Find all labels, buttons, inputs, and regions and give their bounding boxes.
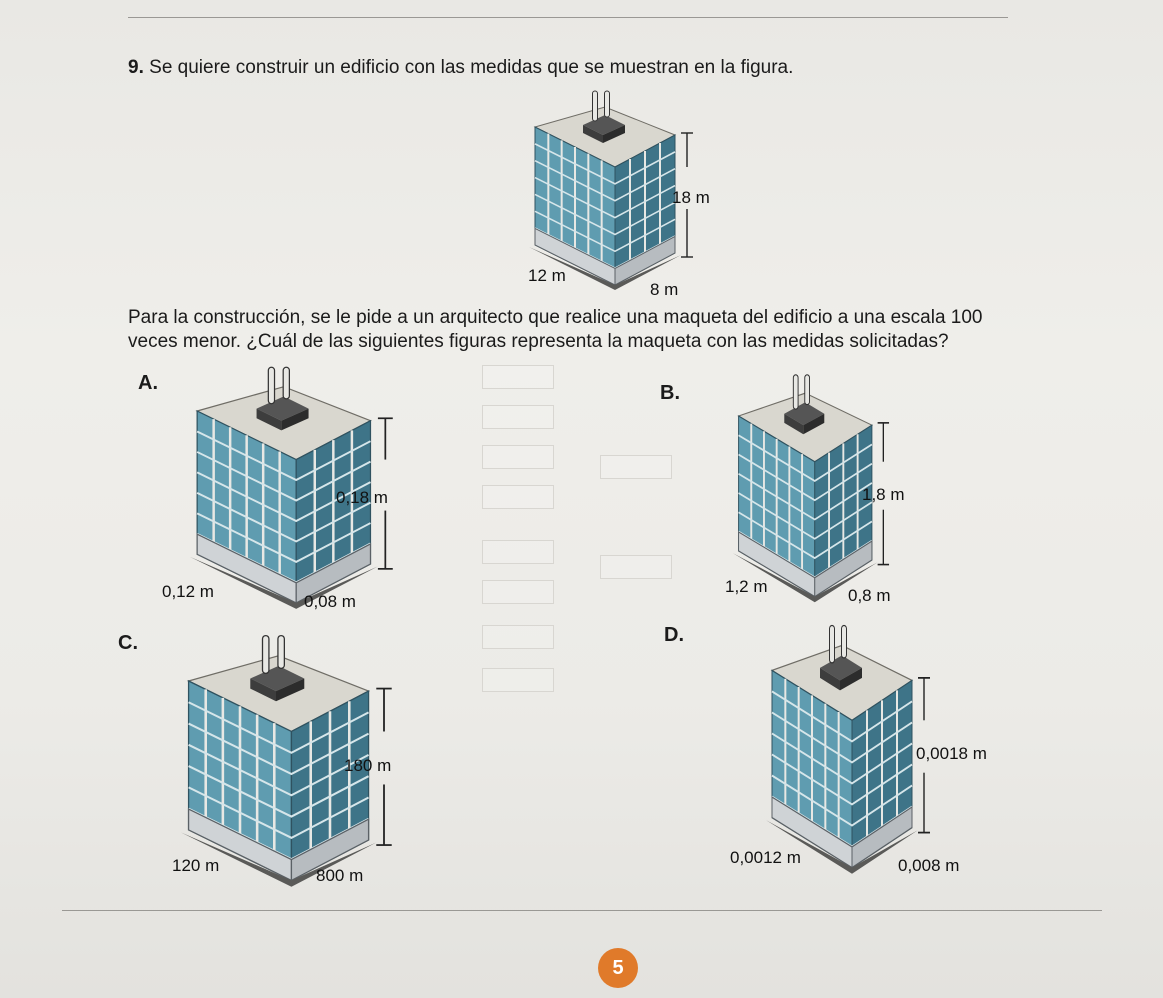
question-instruction-line1: Para la construcción, se le pide a un ar…: [128, 307, 983, 328]
option-a-letter[interactable]: A.: [138, 372, 158, 394]
building-illustration: [766, 624, 930, 874]
option-c-height-label: 180 m: [344, 756, 392, 775]
building-illustration: [529, 90, 693, 290]
option-d-height-label: 0,0018 m: [916, 744, 987, 763]
question-statement-text: Se quiere construir un edificio con las …: [149, 57, 794, 78]
page-number-badge: 5: [598, 948, 638, 988]
bleed-box: [482, 485, 554, 509]
option-d-figure[interactable]: [742, 618, 952, 880]
option-b-letter[interactable]: B.: [660, 382, 680, 404]
bleed-box: [482, 405, 554, 429]
option-a-width-label: 0,08 m: [304, 592, 356, 611]
option-c-width-label: 800 m: [316, 866, 364, 885]
building-illustration: [189, 366, 393, 609]
main-building-figure: [505, 85, 715, 295]
bottom-rule: [62, 910, 1102, 911]
option-b-length-label: 1,2 m: [725, 577, 768, 596]
main-width-label: 8 m: [650, 280, 679, 299]
bleed-box: [600, 455, 672, 479]
option-c-figure[interactable]: [150, 628, 420, 893]
option-a-height-label: 0,18 m: [336, 488, 388, 507]
option-b-height-label: 1,8 m: [862, 485, 905, 504]
option-d-length-label: 0,0012 m: [730, 848, 801, 867]
bleed-box: [482, 540, 554, 564]
bleed-box: [482, 445, 554, 469]
option-c-letter[interactable]: C.: [118, 632, 138, 654]
bleed-box: [482, 580, 554, 604]
main-height-label: 18 m: [672, 188, 710, 207]
option-b-width-label: 0,8 m: [848, 586, 891, 605]
question-instruction-line2: veces menor. ¿Cuál de las siguientes fig…: [128, 331, 949, 352]
bleed-box: [482, 365, 554, 389]
bleed-box: [482, 625, 554, 649]
top-rule: [128, 17, 1008, 18]
bleed-box: [600, 555, 672, 579]
building-illustration: [180, 634, 392, 887]
option-c-length-label: 120 m: [172, 856, 220, 875]
question-number: 9.: [128, 57, 144, 78]
option-a-figure[interactable]: [160, 360, 420, 615]
main-length-label: 12 m: [528, 266, 566, 285]
building-illustration: [732, 374, 890, 603]
option-d-width-label: 0,008 m: [898, 856, 960, 875]
option-d-letter[interactable]: D.: [664, 624, 684, 646]
bleed-box: [482, 668, 554, 692]
option-a-length-label: 0,12 m: [162, 582, 214, 601]
option-b-figure[interactable]: [710, 368, 910, 608]
question-statement: 9. Se quiere construir un edificio con l…: [128, 56, 793, 80]
